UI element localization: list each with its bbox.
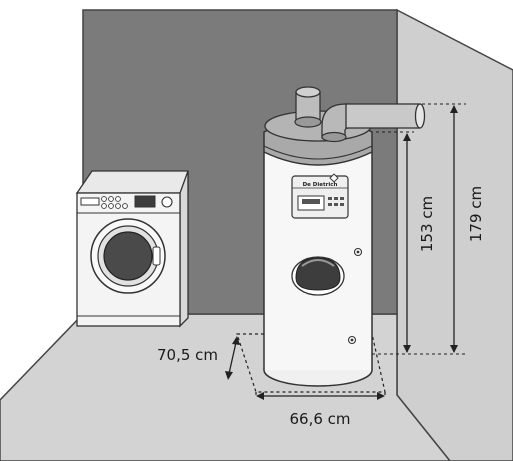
height-179-label: 179 cm <box>467 186 485 242</box>
heater-cap-band <box>263 145 373 160</box>
height-153-label: 153 cm <box>418 196 436 252</box>
machine-button <box>115 203 121 209</box>
machine-button <box>108 196 114 202</box>
brand-label: De Dietrich <box>303 182 338 188</box>
intake-pipe-top <box>295 86 321 98</box>
machine-button <box>115 196 121 202</box>
water-heater: De Dietrich <box>263 86 426 387</box>
depth-label: 70,5 cm <box>157 346 218 364</box>
height-179-arrow-top <box>450 105 458 113</box>
depth-arrow-top <box>232 336 240 345</box>
machine-button <box>122 203 128 209</box>
depth-line <box>227 337 238 379</box>
height-dimensions: 153 cm 179 cm <box>372 103 485 355</box>
control-display-screen <box>302 199 320 204</box>
machine-display <box>134 195 156 208</box>
height-153-arrow-top <box>403 133 411 141</box>
width-label: 66,6 cm <box>289 410 350 428</box>
inspection-hatch-cover <box>295 257 341 291</box>
machine-program-knob <box>161 196 173 208</box>
width-arrow-right <box>377 392 385 400</box>
depth-dimension: 70,5 cm <box>157 336 240 380</box>
detergent-drawer <box>80 197 100 206</box>
control-key <box>340 197 344 200</box>
machine-button <box>108 203 114 209</box>
side-connector-lower-core <box>350 338 354 342</box>
floor <box>0 313 451 461</box>
exhaust-pipe <box>345 103 421 129</box>
inspection-hatch-shine <box>301 259 335 267</box>
depth-arrow-bottom <box>225 371 233 380</box>
machine-button <box>101 196 107 202</box>
control-key <box>340 203 344 206</box>
washing-machine <box>75 170 189 328</box>
exhaust-elbow-base <box>321 131 347 143</box>
machine-door-glass <box>103 231 153 281</box>
machine-door-handle <box>152 246 161 266</box>
machine-side <box>179 170 189 328</box>
brand-logo-icon <box>329 173 339 183</box>
intake-pipe-base <box>294 116 322 128</box>
width-arrow-left <box>256 392 264 400</box>
height-179-arrow-bottom <box>450 345 458 353</box>
side-connector-upper-core <box>356 250 360 254</box>
machine-button <box>101 203 107 209</box>
height-153-arrow-bottom <box>403 345 411 353</box>
machine-top <box>75 170 189 194</box>
control-key <box>334 203 338 206</box>
control-key <box>328 197 332 200</box>
width-dimension: 66,6 cm <box>256 392 385 428</box>
side-wall <box>396 8 513 461</box>
control-key <box>334 197 338 200</box>
control-key <box>328 203 332 206</box>
exhaust-pipe-end <box>414 103 426 129</box>
